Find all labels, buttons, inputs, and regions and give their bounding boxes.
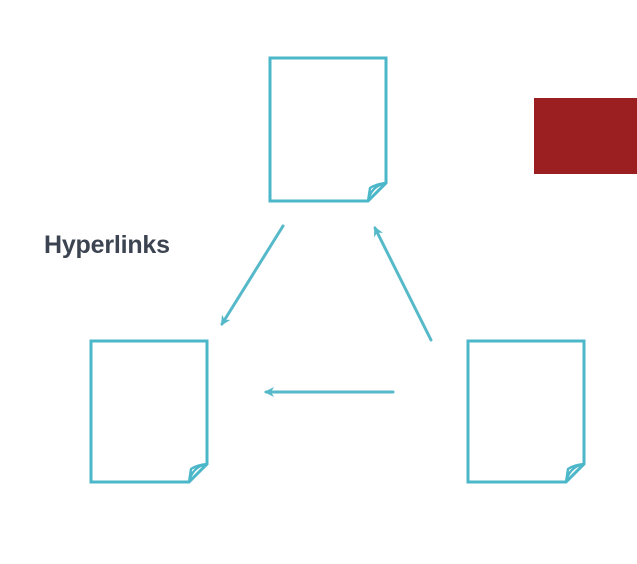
arrow-top-to-bottom-left (220, 224, 285, 326)
document-icon-bottom-left (89, 339, 209, 484)
red-accent-block (534, 98, 637, 174)
document-icon-top (268, 56, 388, 203)
arrow-bottom-right-to-top (373, 226, 433, 342)
hyperlinks-label: Hyperlinks (44, 231, 170, 259)
document-icon-bottom-right (466, 339, 586, 484)
